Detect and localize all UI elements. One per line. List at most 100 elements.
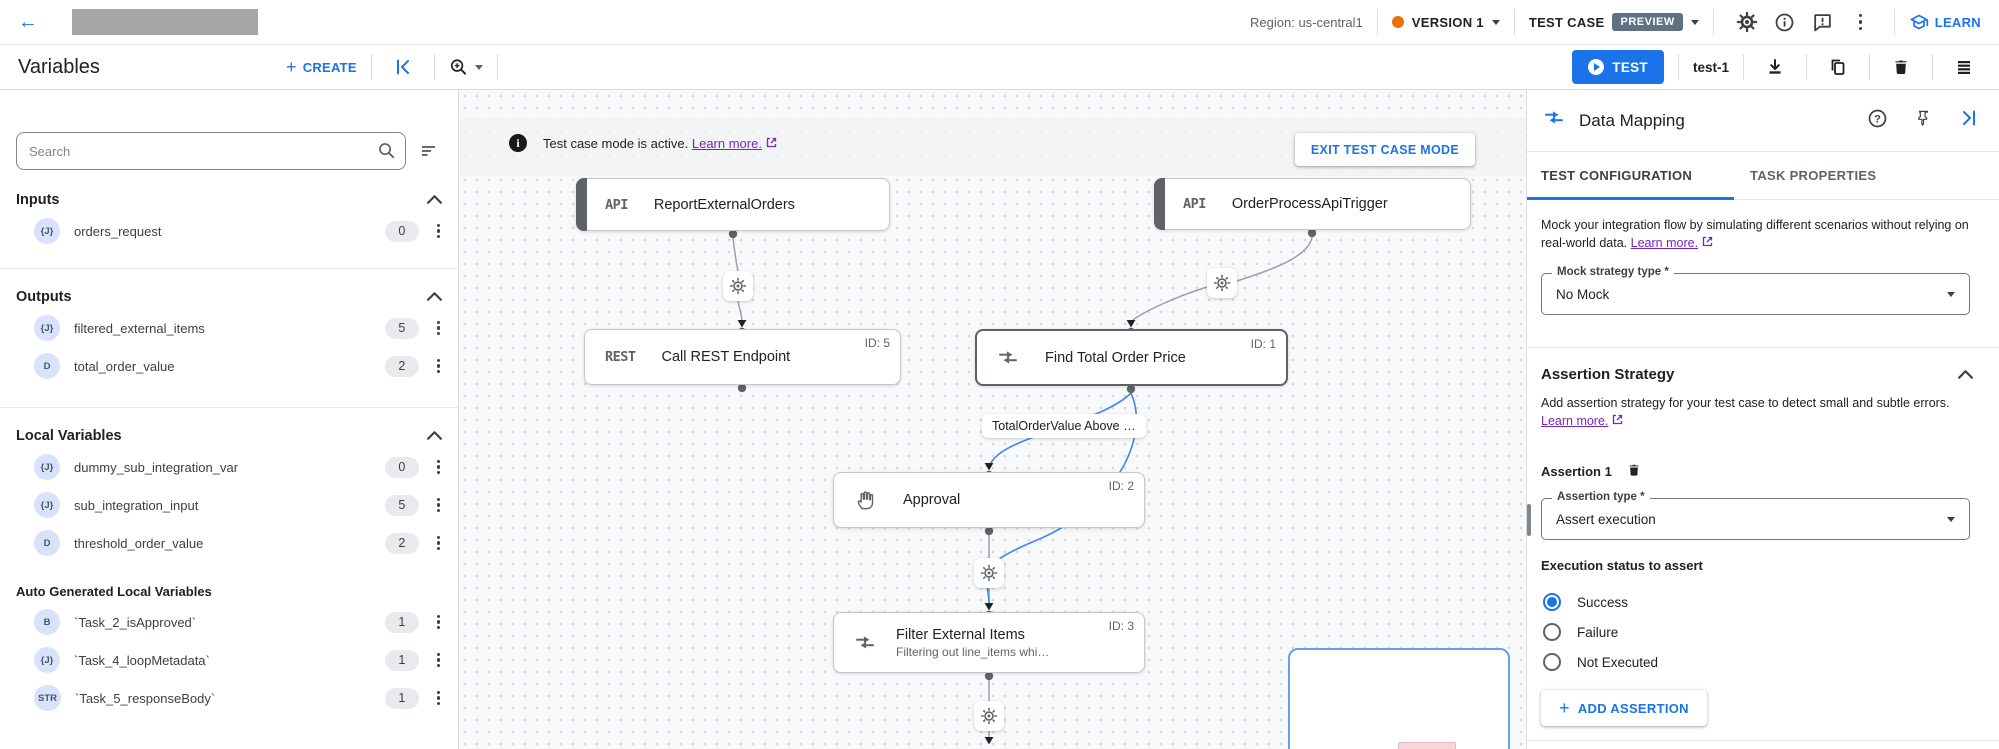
chevron-up-icon[interactable]: [427, 428, 442, 444]
variable-row[interactable]: {J} orders_request 0: [16, 216, 442, 246]
row-menu-icon[interactable]: [435, 496, 442, 515]
node-call-rest-endpoint[interactable]: REST Call REST Endpoint ID: 5: [584, 329, 901, 385]
variable-row[interactable]: {J} sub_integration_input 5: [16, 490, 442, 520]
search-input[interactable]: [16, 132, 406, 170]
create-variable-button[interactable]: + CREATE: [286, 58, 357, 76]
node-approval[interactable]: Approval ID: 2: [833, 472, 1145, 528]
api-badge: API: [1183, 196, 1206, 212]
test-mode-banner: i Test case mode is active. Learn more.: [509, 134, 777, 152]
edge-condition-label[interactable]: TotalOrderValue Above …: [982, 414, 1146, 438]
node-report-external-orders[interactable]: API ReportExternalOrders: [576, 178, 890, 231]
execution-status-label: Execution status to assert: [1541, 558, 1703, 573]
suspension-node-box[interactable]: [1288, 648, 1510, 749]
usage-count-badge: 5: [384, 494, 419, 516]
feedback-icon[interactable]: [1804, 12, 1842, 33]
type-chip-json: {J}: [34, 218, 60, 244]
row-menu-icon[interactable]: [435, 651, 442, 670]
integration-canvas[interactable]: i Test case mode is active. Learn more. …: [459, 90, 1526, 749]
variable-name: `Task_2_isApproved`: [74, 614, 197, 630]
variable-row[interactable]: D total_order_value 2: [16, 351, 442, 381]
data-mapping-icon: [854, 632, 876, 654]
row-menu-icon[interactable]: [435, 458, 442, 477]
collapse-right-panel-icon[interactable]: [1959, 108, 1979, 133]
collapse-left-panel-icon[interactable]: [386, 50, 420, 84]
node-order-process-api-trigger[interactable]: API OrderProcessApiTrigger: [1154, 178, 1471, 230]
radio-failure[interactable]: Failure: [1543, 620, 1618, 644]
variable-row[interactable]: D threshold_order_value 2: [16, 528, 442, 558]
trigger-accent-bar: [576, 178, 587, 231]
delete-icon[interactable]: [1884, 50, 1918, 84]
edge-gear-icon[interactable]: [1207, 268, 1237, 298]
type-chip-double: D: [34, 530, 60, 556]
row-menu-icon[interactable]: [435, 222, 442, 241]
row-menu-icon[interactable]: [435, 319, 442, 338]
tab-test-configuration[interactable]: TEST CONFIGURATION: [1541, 168, 1693, 183]
chevron-up-icon[interactable]: [1958, 366, 1973, 383]
zoom-control[interactable]: [449, 50, 483, 84]
version-selector[interactable]: VERSION 1: [1391, 15, 1500, 30]
variable-row[interactable]: {J} filtered_external_items 5: [16, 313, 442, 343]
chevron-up-icon[interactable]: [427, 192, 442, 208]
active-tab-underline: [1527, 197, 1734, 200]
log-list-icon[interactable]: [1947, 50, 1981, 84]
download-icon[interactable]: [1758, 50, 1792, 84]
mock-learn-more-link[interactable]: Learn more.: [1630, 236, 1699, 251]
variable-row[interactable]: STR `Task_5_responseBody` 1: [16, 683, 442, 713]
row-menu-icon[interactable]: [435, 357, 442, 376]
preview-badge: PREVIEW: [1612, 13, 1683, 31]
assertion-learn-more-link[interactable]: Learn more.: [1541, 414, 1609, 429]
radio-button[interactable]: [1543, 623, 1561, 641]
radio-button-selected[interactable]: [1543, 593, 1561, 611]
edge-gear-icon[interactable]: [974, 558, 1004, 588]
divider: [1712, 9, 1714, 35]
type-chip-string: STR: [34, 685, 61, 711]
panel-title: Data Mapping: [1579, 110, 1685, 130]
banner-learn-more-link[interactable]: Learn more.: [691, 135, 762, 151]
section-title: Assertion Strategy: [1541, 366, 1675, 383]
radio-success[interactable]: Success: [1543, 590, 1628, 614]
node-filter-external-items[interactable]: Filter External Items Filtering out line…: [833, 612, 1145, 673]
pin-icon[interactable]: [1914, 109, 1933, 133]
radio-label: Failure: [1577, 624, 1619, 640]
test-button[interactable]: TEST: [1572, 50, 1664, 84]
divider: [1527, 347, 1999, 348]
variable-row[interactable]: {J} `Task_4_loopMetadata` 1: [16, 645, 442, 675]
edge-gear-icon[interactable]: [974, 701, 1004, 731]
exit-test-case-mode-button[interactable]: EXIT TEST CASE MODE: [1294, 133, 1475, 166]
chevron-down-icon: [1690, 19, 1699, 25]
usage-count-badge: 1: [384, 649, 419, 671]
learn-button[interactable]: LEARN: [1909, 12, 1981, 32]
redacted-title-block: [72, 9, 258, 35]
settings-gear-icon[interactable]: [1728, 11, 1766, 33]
assertion-type-select[interactable]: Assertion type * Assert execution: [1541, 491, 1970, 540]
edge-gear-icon[interactable]: [723, 271, 753, 301]
api-badge: API: [605, 196, 628, 213]
test-case-selector[interactable]: TEST CASE PREVIEW: [1529, 13, 1699, 31]
variable-row[interactable]: B `Task_2_isApproved` 1: [16, 607, 442, 637]
sort-variables-icon[interactable]: [416, 134, 442, 168]
radio-not-executed[interactable]: Not Executed: [1543, 650, 1658, 674]
info-icon[interactable]: [1766, 12, 1804, 33]
tab-task-properties[interactable]: TASK PROPERTIES: [1750, 168, 1877, 183]
more-vertical-icon[interactable]: [1842, 13, 1880, 31]
row-menu-icon[interactable]: [435, 613, 442, 632]
back-arrow-icon[interactable]: ←: [18, 10, 38, 33]
usage-count-badge: 1: [384, 687, 419, 709]
copy-icon[interactable]: [1821, 50, 1855, 84]
divider: [370, 54, 372, 80]
section-inputs: Inputs: [16, 192, 442, 208]
node-find-total-order-price[interactable]: Find Total Order Price ID: 1: [975, 329, 1288, 386]
add-assertion-button[interactable]: + ADD ASSERTION: [1541, 690, 1707, 726]
divider: [1869, 54, 1870, 80]
help-icon[interactable]: ?: [1867, 108, 1888, 134]
row-menu-icon[interactable]: [435, 689, 442, 708]
radio-button[interactable]: [1543, 653, 1561, 671]
delete-assertion-icon[interactable]: [1626, 462, 1642, 481]
search-box: [16, 132, 406, 170]
row-menu-icon[interactable]: [435, 534, 442, 553]
mock-strategy-select[interactable]: Mock strategy type * No Mock: [1541, 266, 1970, 315]
chevron-up-icon[interactable]: [427, 289, 442, 305]
panel-scrollbar-thumb[interactable]: [1527, 504, 1531, 536]
usage-count-badge: 0: [384, 456, 419, 478]
variable-row[interactable]: {J} dummy_sub_integration_var 0: [16, 452, 442, 482]
